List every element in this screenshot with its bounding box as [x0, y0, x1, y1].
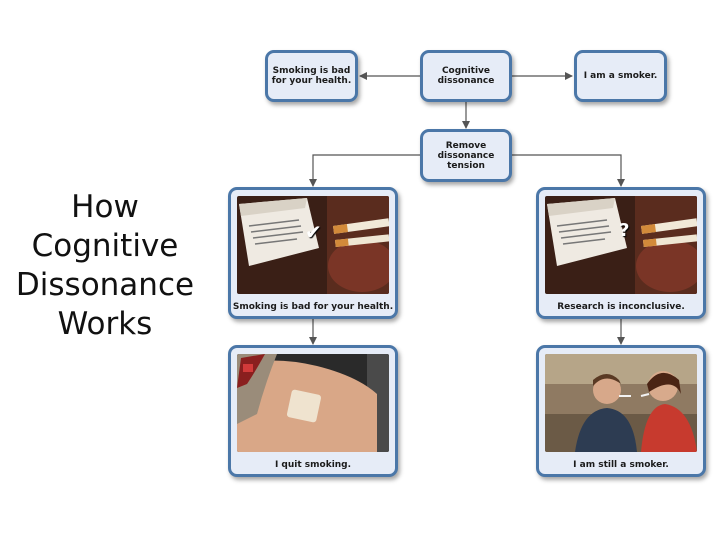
slide-title-line-2: Cognitive	[31, 228, 179, 264]
node-remove-tension: Remove dissonance tension	[420, 129, 512, 182]
slide-title-line-4: Works	[57, 306, 153, 342]
cigarette-pack-photo: ?	[545, 196, 697, 294]
node-remove-line-2: dissonance	[437, 150, 495, 161]
cigarette-pack-photo: ✔	[237, 196, 389, 294]
question-mark-icon: ?	[619, 220, 630, 241]
arrow-remove-to-left-branch	[309, 154, 420, 187]
node-behavior-line-1: I am a smoker.	[583, 71, 658, 81]
slide-title-line-1: How	[71, 189, 139, 225]
panel-left-top: ✔ Smoking is bad for your health.	[228, 187, 398, 319]
smokers-photo	[545, 354, 697, 452]
node-belief: Smoking is bad for your health.	[265, 50, 358, 102]
node-remove-line-3: tension	[447, 160, 485, 171]
node-behavior: I am a smoker.	[574, 50, 667, 102]
panel-right-bottom-caption: I am still a smoker.	[573, 460, 669, 470]
node-belief-line-2: for your health.	[271, 76, 352, 86]
node-belief-line-1: Smoking is bad	[272, 66, 351, 76]
node-dissonance-line-1: Cognitive	[441, 66, 491, 76]
arrow-remove-to-right-branch	[511, 154, 625, 187]
panel-right-top: ? Research is inconclusive.	[536, 187, 706, 319]
panel-left-bottom: I quit smoking.	[228, 345, 398, 477]
panel-left-top-caption: Smoking is bad for your health.	[232, 302, 394, 312]
node-dissonance-line-2: dissonance	[437, 76, 495, 86]
nicotine-patch-photo	[237, 354, 389, 452]
panel-left-bottom-caption: I quit smoking.	[274, 460, 352, 470]
panel-right-bottom: I am still a smoker.	[536, 345, 706, 477]
slide-title: How Cognitive Dissonance Works	[8, 188, 202, 344]
node-remove-line-1: Remove	[445, 140, 487, 151]
panel-right-top-caption: Research is inconclusive.	[557, 302, 685, 312]
check-mark-icon: ✔	[305, 220, 322, 244]
slide-title-line-3: Dissonance	[15, 267, 195, 303]
node-cognitive-dissonance: Cognitive dissonance	[420, 50, 512, 102]
